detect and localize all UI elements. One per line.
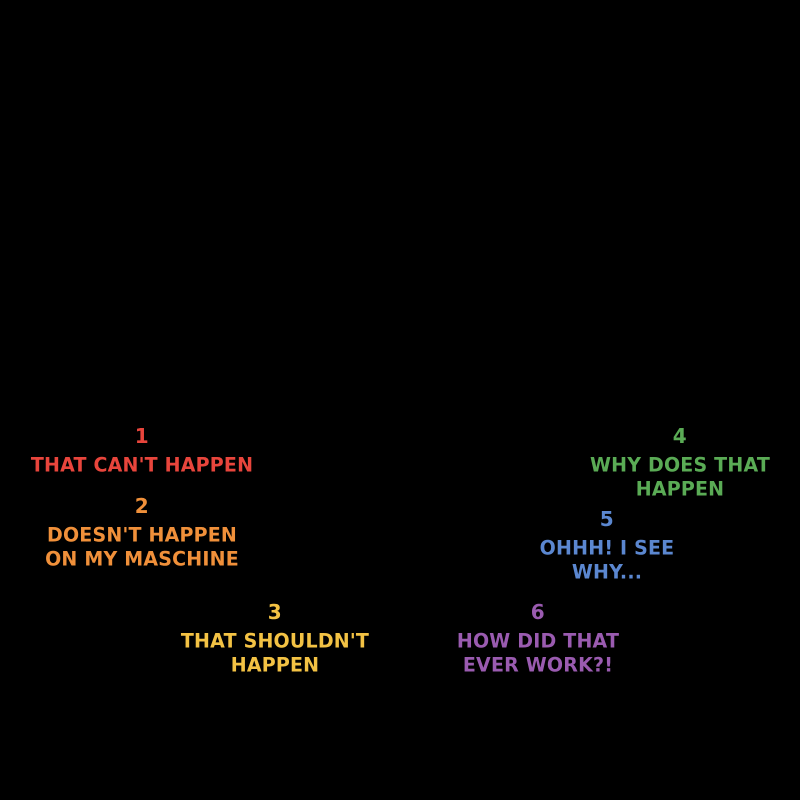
stage-label-line: DOESN'T HAPPEN (46, 523, 238, 547)
stage-number: 1 (134, 424, 150, 448)
stage-label-line: WHY DOES THAT (589, 453, 771, 477)
stage-number: 4 (672, 424, 688, 448)
stage-label-line: OHHH! I SEE (539, 536, 675, 560)
stage-4: 4 WHY DOES THAT HAPPEN (590, 425, 770, 501)
stage-6: 6 HOW DID THAT EVER WORK?! (457, 601, 619, 677)
stage-5: 5 OHHH! I SEE WHY... (540, 508, 675, 584)
stage-1: 1 THAT CAN'T HAPPEN (31, 425, 253, 477)
stage-label-line: HAPPEN (635, 477, 725, 501)
stage-3: 3 THAT SHOULDN'T HAPPEN (181, 601, 369, 677)
stage-number: 6 (530, 600, 546, 624)
stage-label-line: HAPPEN (230, 653, 320, 677)
stage-label-line: THAT CAN'T HAPPEN (30, 453, 254, 477)
stage-number: 3 (267, 600, 283, 624)
stage-number: 5 (599, 507, 615, 531)
stage-2: 2 DOESN'T HAPPEN ON MY MASCHINE (45, 495, 239, 571)
stage-label-line: WHY... (571, 560, 643, 584)
stage-label-line: THAT SHOULDN'T (180, 629, 370, 653)
stage-label-line: EVER WORK?! (462, 653, 614, 677)
stage-number: 2 (134, 494, 150, 518)
stage-label-line: ON MY MASCHINE (45, 547, 239, 571)
stage-label-line: HOW DID THAT (456, 629, 620, 653)
